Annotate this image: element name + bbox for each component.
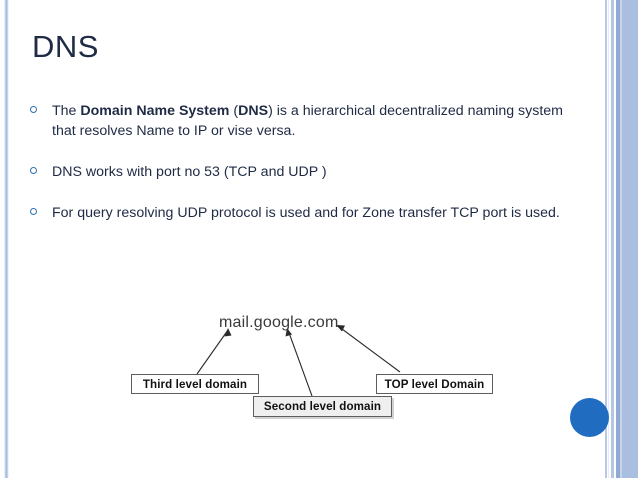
bullet-circle-icon — [30, 167, 37, 174]
list-item: The Domain Name System (DNS) is a hierar… — [26, 101, 581, 141]
bullet-list: The Domain Name System (DNS) is a hierar… — [26, 101, 581, 244]
bullet-text-2: DNS works with port no 53 (TCP and UDP ) — [52, 164, 327, 180]
bullet-text-3: For query resolving UDP protocol is used… — [52, 205, 560, 221]
bullet-circle-icon — [30, 208, 37, 215]
decorative-band — [605, 0, 607, 478]
left-decorative-rule — [4, 0, 9, 478]
top-level-arrow-icon — [336, 325, 401, 373]
decorative-band — [620, 0, 622, 478]
second-level-arrow-icon — [285, 328, 313, 397]
bullet-circle-icon — [30, 106, 37, 113]
decorative-band — [608, 0, 609, 478]
third-level-domain-box: Third level domain — [131, 374, 259, 394]
right-decorative-bands — [604, 0, 638, 478]
slide-title: DNS — [32, 29, 99, 64]
decorative-band — [616, 0, 620, 478]
domain-name-label: mail.google.com — [219, 314, 339, 331]
second-level-domain-box: Second level domain — [253, 396, 392, 417]
third-level-arrow-icon — [196, 328, 232, 375]
dns-hierarchy-diagram: mail.google.com Third level domain TOP l… — [0, 300, 560, 430]
list-item: DNS works with port no 53 (TCP and UDP ) — [26, 162, 581, 182]
bullet-text-1: The Domain Name System (DNS) is a hierar… — [52, 103, 563, 139]
diagram-arrows — [196, 325, 401, 397]
decorative-band — [614, 0, 616, 478]
decorative-band — [611, 0, 614, 478]
list-item: For query resolving UDP protocol is used… — [26, 203, 581, 223]
accent-circle-decoration — [570, 398, 609, 437]
top-level-domain-box: TOP level Domain — [376, 374, 493, 394]
decorative-band — [622, 0, 638, 478]
